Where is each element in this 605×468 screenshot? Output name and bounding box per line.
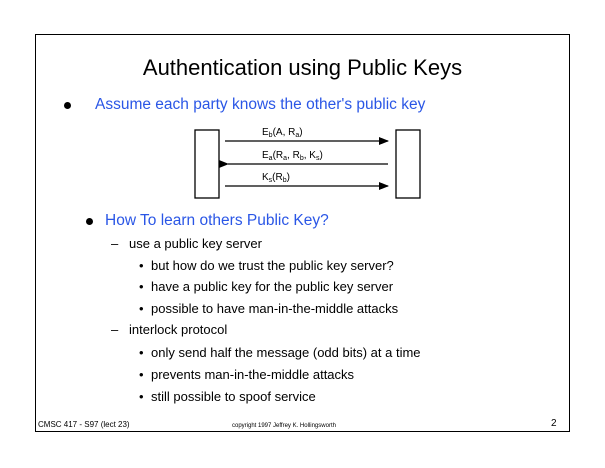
bullet-learn-public-key: How To learn others Public Key? [105, 212, 329, 229]
list-item: •but how do we trust the public key serv… [139, 258, 394, 273]
footer-course: CMSC 417 - S97 (lect 23) [38, 420, 130, 429]
list-item: •only send half the message (odd bits) a… [139, 345, 421, 360]
list-item: •still possible to spoof service [139, 389, 316, 404]
party-b-box [395, 129, 421, 199]
party-a-box [194, 129, 220, 199]
subitem-public-key-server: use a public key server [129, 236, 262, 251]
footer-copyright: copyright 1997 Jeffrey K. Hollingsworth [232, 423, 336, 429]
bullet-assume-public-key: Assume each party knows the other's publ… [95, 96, 426, 113]
slide-frame [35, 34, 570, 432]
dash-marker: – [111, 236, 119, 251]
slide-title: Authentication using Public Keys [142, 55, 463, 80]
dash-marker: – [111, 322, 119, 337]
list-item: •possible to have man-in-the-middle atta… [139, 301, 399, 316]
protocol-diagram: Eb(A, Ra) Ea(Ra, Rb, Ks) Ks(Rb) [194, 127, 421, 199]
subitem-interlock-protocol: interlock protocol [129, 322, 228, 337]
page-number: 2 [551, 418, 557, 429]
list-item: •prevents man-in-the-middle attacks [139, 367, 355, 382]
msg2-label: Ea(Ra, Rb, Ks) [262, 150, 323, 162]
bullet-dot [86, 218, 93, 225]
msg3-label: Ks(Rb) [262, 172, 290, 184]
bullet-dot [64, 102, 71, 109]
list-item: •have a public key for the public key se… [139, 279, 394, 294]
msg1-label: Eb(A, Ra) [262, 127, 303, 139]
